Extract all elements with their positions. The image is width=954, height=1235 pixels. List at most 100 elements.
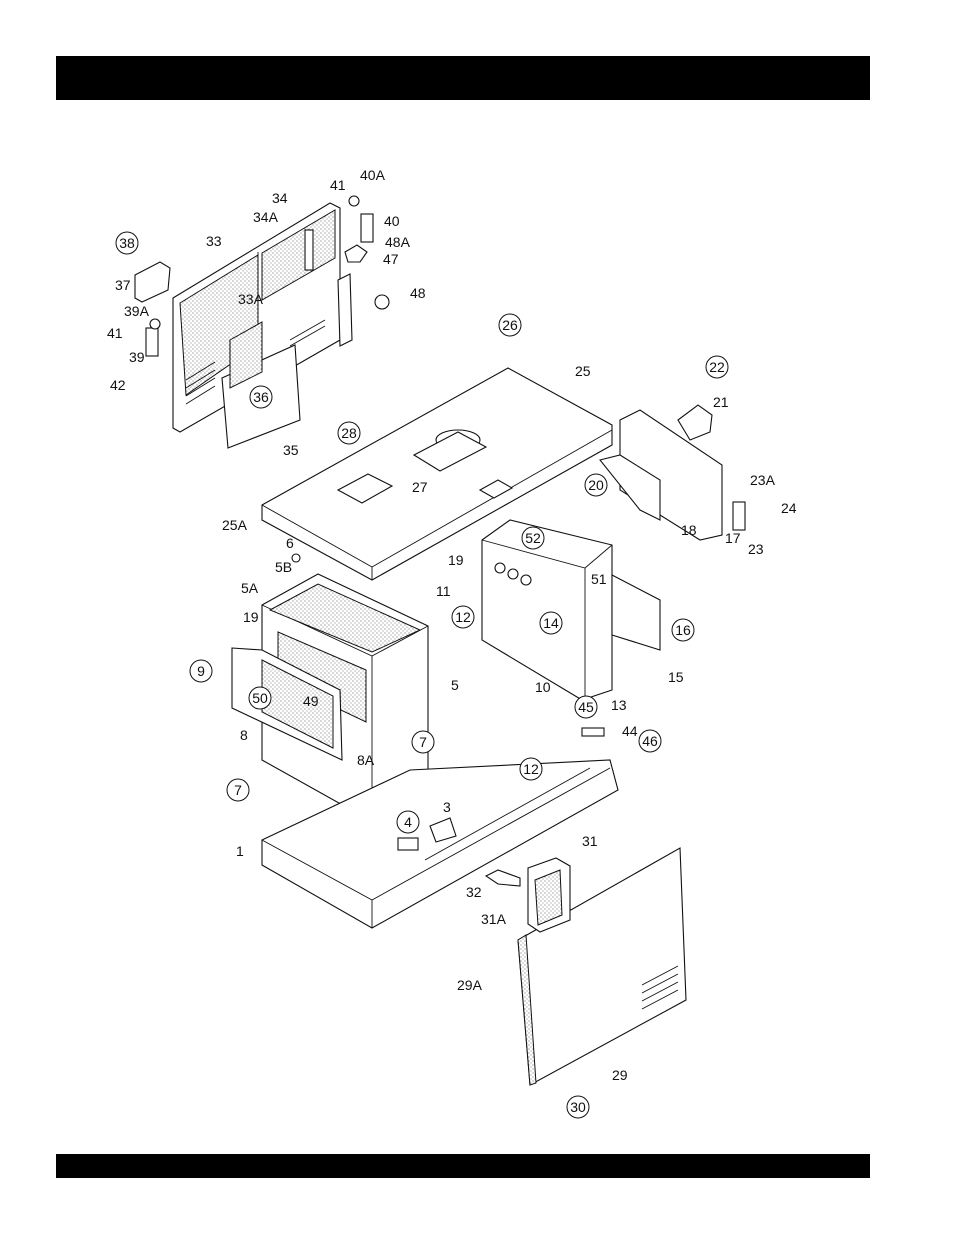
bolt-6 bbox=[292, 554, 300, 562]
circled-callout-o9: 9 bbox=[190, 660, 212, 682]
callout-c49: 49 bbox=[303, 693, 319, 709]
circled-callout-o14: 14 bbox=[540, 612, 562, 634]
circled-callout-o20: 20 bbox=[585, 474, 607, 496]
control-panel-13 bbox=[482, 520, 612, 700]
callout-c33: 33 bbox=[206, 233, 222, 249]
callout-number: 52 bbox=[525, 530, 541, 546]
callout-c31: 31 bbox=[582, 833, 598, 849]
callout-c42: 42 bbox=[110, 377, 126, 393]
callout-c8: 8 bbox=[240, 727, 248, 743]
callout-number: 16 bbox=[675, 622, 691, 638]
callout-c29: 29 bbox=[612, 1067, 628, 1083]
callout-c25: 25 bbox=[575, 363, 591, 379]
callout-c15: 15 bbox=[668, 669, 684, 685]
handle-37 bbox=[135, 262, 170, 302]
callout-c41b: 41 bbox=[107, 325, 123, 341]
circled-callout-o52: 52 bbox=[522, 527, 544, 549]
callout-number: 28 bbox=[341, 425, 357, 441]
callout-c34: 34 bbox=[272, 190, 288, 206]
circled-callout-o46: 46 bbox=[639, 730, 661, 752]
callout-number: 38 bbox=[119, 235, 135, 251]
callout-number: 45 bbox=[578, 699, 594, 715]
circled-callout-o4: 4 bbox=[397, 811, 419, 833]
circled-callout-o38: 38 bbox=[116, 232, 138, 254]
washer-39A bbox=[150, 319, 160, 329]
callout-c21: 21 bbox=[713, 394, 729, 410]
circled-callout-o50: 50 bbox=[249, 687, 271, 709]
circled-callout-o36: 36 bbox=[250, 386, 272, 408]
circled-callout-o16: 16 bbox=[672, 619, 694, 641]
callout-c8A: 8A bbox=[357, 752, 375, 768]
callout-c40A: 40A bbox=[360, 167, 386, 183]
callout-c23: 23 bbox=[748, 541, 764, 557]
hinge-39 bbox=[146, 328, 158, 356]
callout-c18: 18 bbox=[681, 522, 697, 538]
callout-c37: 37 bbox=[115, 277, 131, 293]
callout-c13: 13 bbox=[611, 697, 627, 713]
callout-c5A: 5A bbox=[241, 580, 259, 596]
callout-c25A: 25A bbox=[222, 517, 248, 533]
callout-number: 12 bbox=[455, 609, 471, 625]
bracket-insulation-31A bbox=[535, 870, 562, 925]
part-44 bbox=[582, 728, 604, 736]
callout-c27: 27 bbox=[412, 479, 428, 495]
callout-c41a: 41 bbox=[330, 177, 346, 193]
callout-number: 14 bbox=[543, 615, 559, 631]
circled-callout-o30: 30 bbox=[567, 1096, 589, 1118]
hinge-23 bbox=[733, 502, 745, 530]
circled-callout-o45: 45 bbox=[575, 696, 597, 718]
callout-c5B: 5B bbox=[275, 559, 292, 575]
handle-21 bbox=[678, 405, 712, 440]
circled-callout-o26: 26 bbox=[499, 314, 521, 336]
callout-c19b: 19 bbox=[243, 609, 259, 625]
callout-c29A: 29A bbox=[457, 977, 483, 993]
callout-c39A: 39A bbox=[124, 303, 150, 319]
circled-callout-o22: 22 bbox=[706, 356, 728, 378]
hinge-40 bbox=[361, 214, 373, 242]
bracket-47 bbox=[338, 274, 352, 346]
callout-c31A: 31A bbox=[481, 911, 507, 927]
nut-48A bbox=[345, 245, 367, 262]
callout-number: 30 bbox=[570, 1099, 586, 1115]
callout-c35: 35 bbox=[283, 442, 299, 458]
callout-number: 12 bbox=[523, 761, 539, 777]
callout-number: 7 bbox=[234, 782, 242, 798]
callout-c6: 6 bbox=[286, 535, 294, 551]
callout-c3: 3 bbox=[443, 799, 451, 815]
callout-c19a: 19 bbox=[448, 552, 464, 568]
callout-c34A: 34A bbox=[253, 209, 279, 225]
circled-callout-o12a: 12 bbox=[452, 606, 474, 628]
callout-number: 50 bbox=[252, 690, 268, 706]
callout-number: 20 bbox=[588, 477, 604, 493]
callout-number: 36 bbox=[253, 389, 269, 405]
callout-c48: 48 bbox=[410, 285, 426, 301]
circled-callout-o28: 28 bbox=[338, 422, 360, 444]
callout-c32: 32 bbox=[466, 884, 482, 900]
circled-callout-o7a: 7 bbox=[412, 731, 434, 753]
callout-c51: 51 bbox=[591, 571, 607, 587]
callout-c33A: 33A bbox=[238, 291, 264, 307]
callout-c17: 17 bbox=[725, 530, 741, 546]
callout-number: 4 bbox=[404, 814, 412, 830]
callout-c1: 1 bbox=[236, 843, 244, 859]
callout-c11: 11 bbox=[436, 583, 451, 599]
callout-c48A: 48A bbox=[385, 234, 411, 250]
callout-c44: 44 bbox=[622, 723, 638, 739]
bolt-48 bbox=[375, 295, 389, 309]
callout-c39: 39 bbox=[129, 349, 145, 365]
callout-c40: 40 bbox=[384, 213, 400, 229]
circled-callout-o12b: 12 bbox=[520, 758, 542, 780]
callout-c10: 10 bbox=[535, 679, 551, 695]
callout-number: 26 bbox=[502, 317, 518, 333]
washer-40A bbox=[349, 196, 359, 206]
circled-callout-o7b: 7 bbox=[227, 779, 249, 801]
callout-number: 46 bbox=[642, 733, 658, 749]
bolt-32 bbox=[486, 870, 520, 886]
callout-c47: 47 bbox=[383, 251, 399, 267]
callout-c24: 24 bbox=[781, 500, 797, 516]
part-drawings bbox=[135, 196, 745, 1085]
callout-c23A: 23A bbox=[750, 472, 776, 488]
footer-bar bbox=[56, 1154, 870, 1178]
callout-number: 9 bbox=[197, 663, 205, 679]
panel-15 bbox=[612, 575, 660, 650]
